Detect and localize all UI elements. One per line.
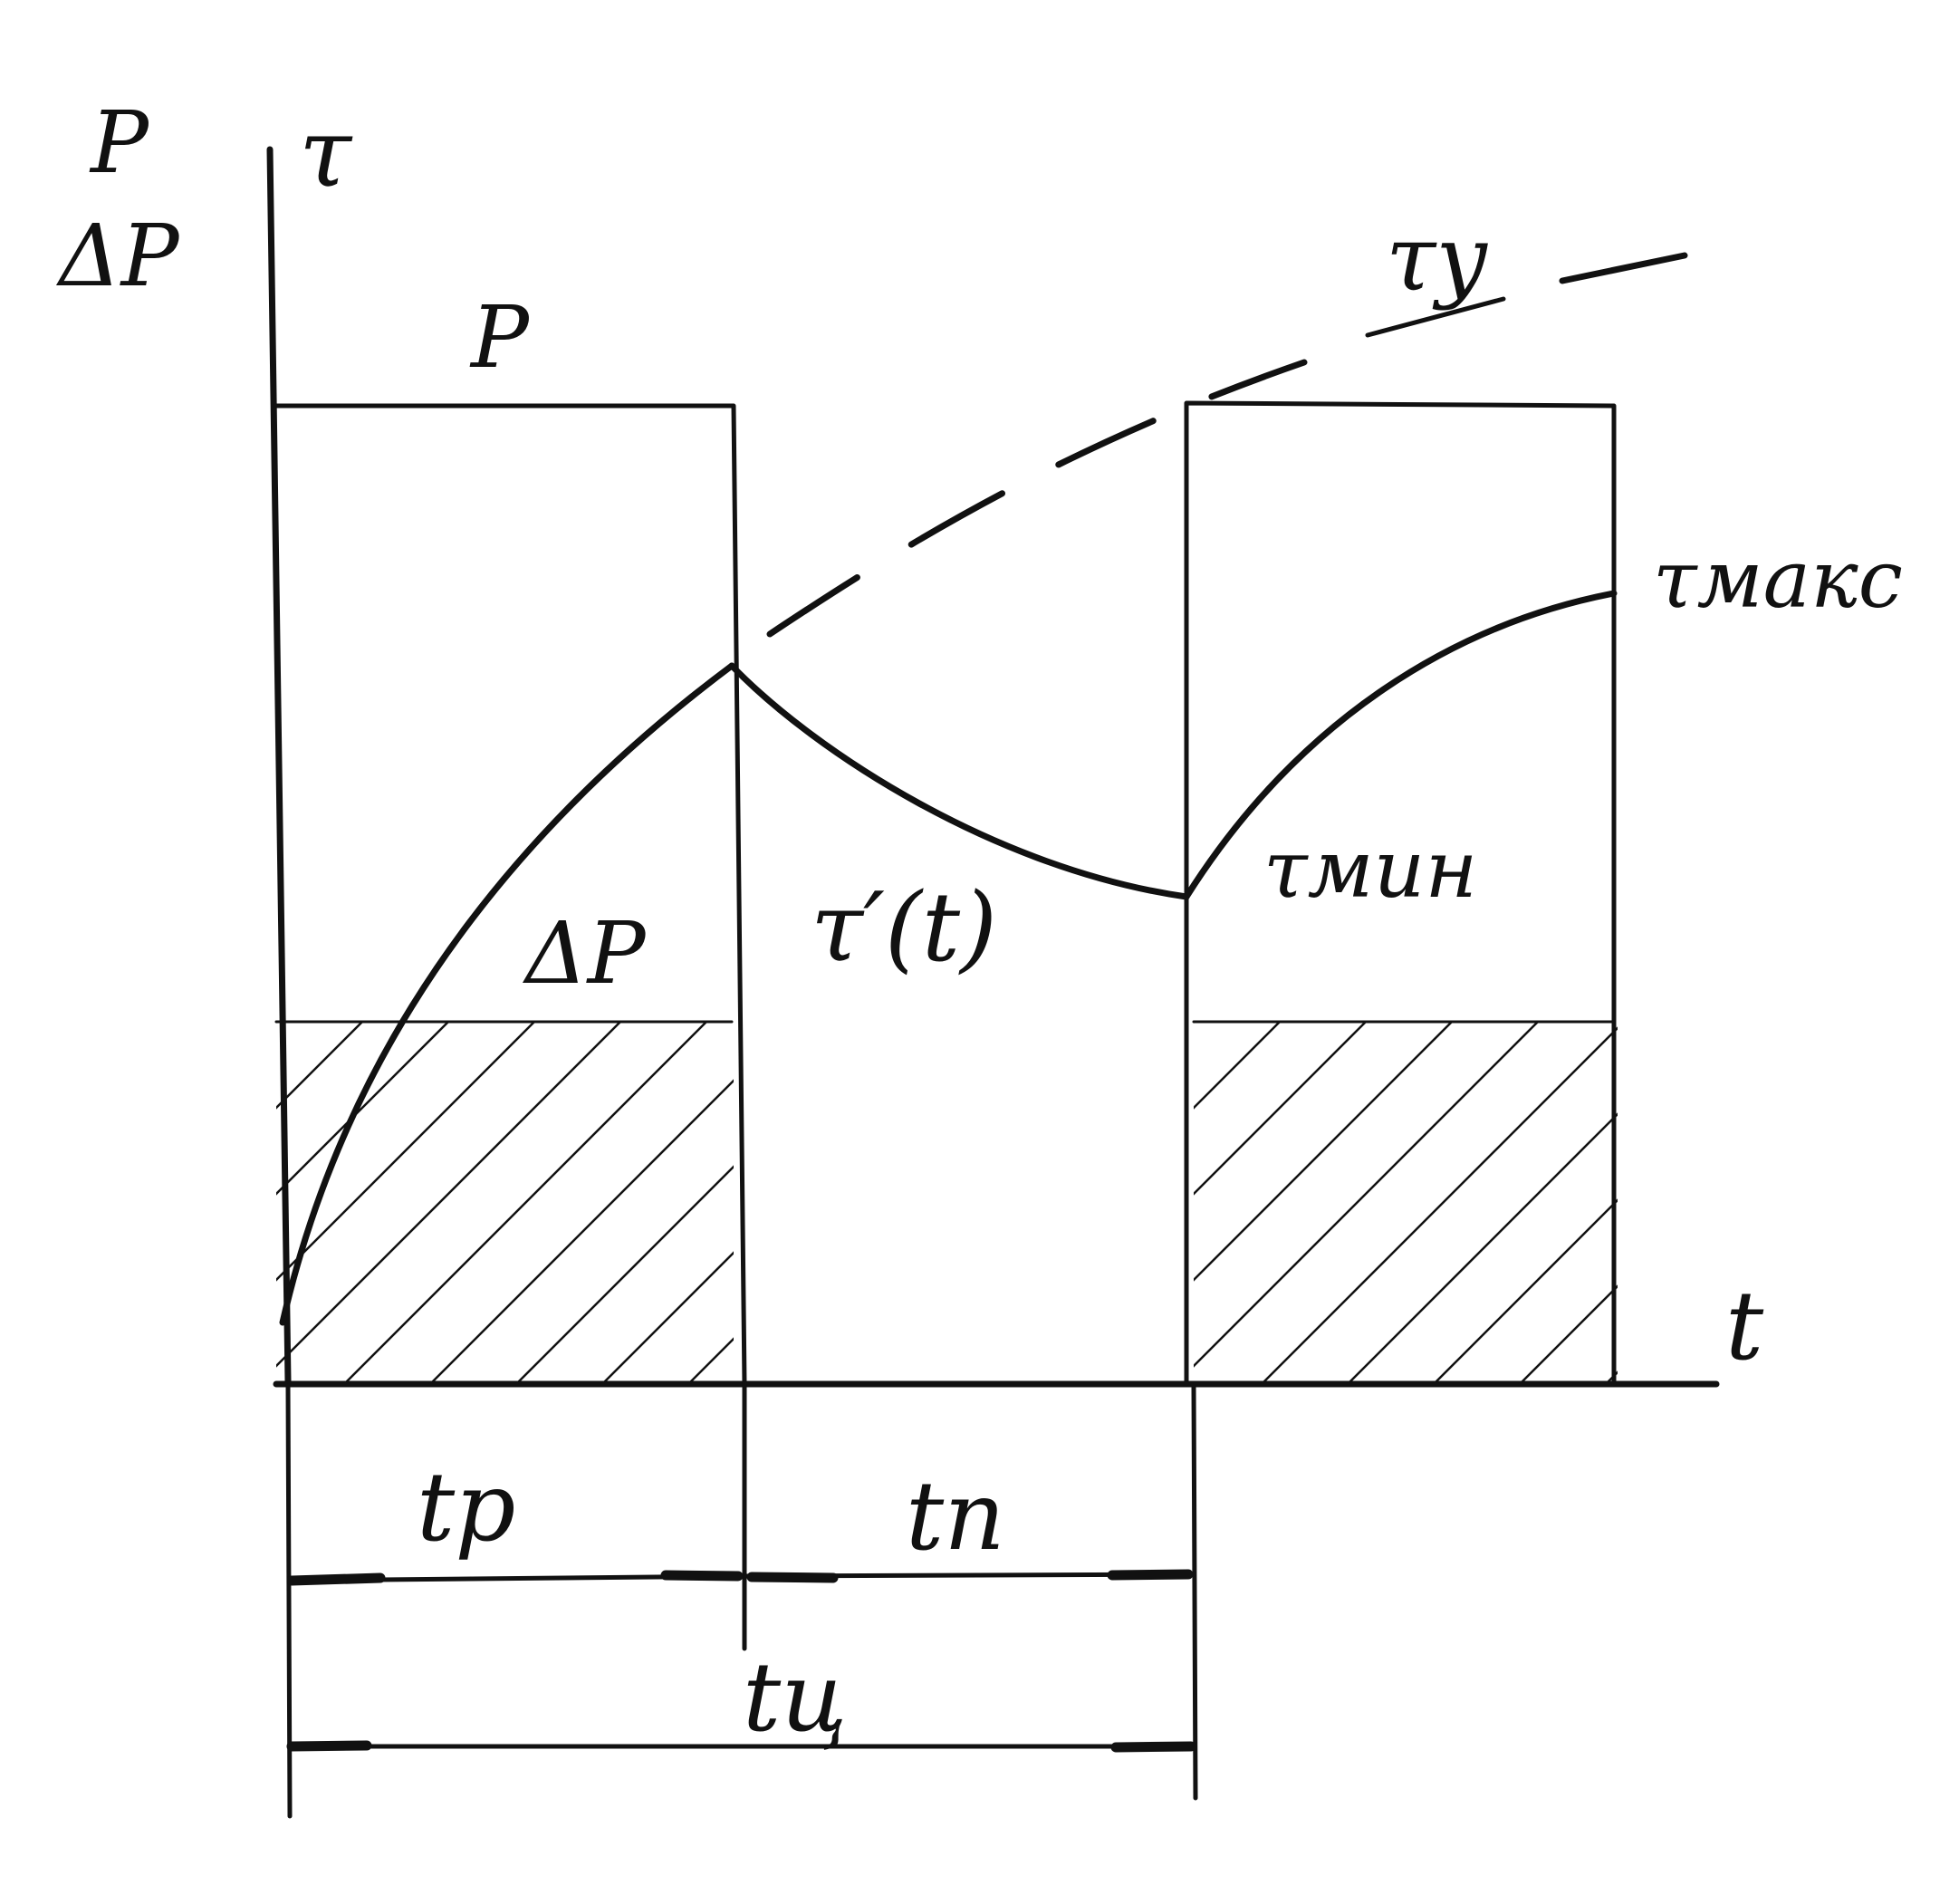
hatch-line (342, 1022, 708, 1384)
temperature-curve-cooling (728, 662, 1190, 900)
arrow-tc-right (1110, 1741, 1196, 1753)
hatch-line (276, 1022, 364, 1110)
hatch-line (1518, 1284, 1618, 1384)
hatch-line (428, 1079, 734, 1384)
power-pulse-1 (274, 403, 747, 1387)
tau-steady-label: τу (1386, 206, 1488, 312)
hatch-line (1346, 1112, 1618, 1384)
tau-curve-label: τ′(t) (811, 872, 997, 983)
y-axis-label-tau: τ (299, 98, 353, 208)
hatch-line (514, 1165, 734, 1384)
hatch-line (600, 1251, 734, 1384)
t-axis-label: t (1725, 1271, 1764, 1381)
y-axis (266, 146, 292, 1385)
tc-label: tц (743, 1642, 847, 1753)
arrow-tp-right (660, 1570, 744, 1582)
hatch-line (1194, 1022, 1540, 1368)
hatch-line (276, 1022, 450, 1196)
y-axis-label-dp: ΔP (55, 207, 181, 306)
hatch-line (276, 1022, 278, 1024)
tau-min-label: τмин (1263, 822, 1477, 916)
hatch-line (1260, 1026, 1618, 1384)
hatch-line (276, 1022, 536, 1282)
temperature-curve-heating-2 (1183, 590, 1618, 900)
steady-temperature-dash-right (1559, 252, 1688, 284)
dim-tc-ext-right (1191, 1383, 1198, 1801)
hatch-line (1432, 1198, 1618, 1384)
hatch-line (1194, 1022, 1454, 1282)
temperature-curve-heating-1 (279, 662, 735, 1326)
arrow-tc-left (286, 1740, 372, 1752)
hatch-line (1194, 1022, 1196, 1024)
p-level-label: P (469, 288, 531, 388)
tau-max-label: τмакс (1653, 533, 1903, 626)
arrow-tp-left (286, 1572, 386, 1586)
arrow-tn-right (1107, 1569, 1194, 1581)
dp-level-label: ΔP (522, 904, 648, 1004)
tn-label: tп (906, 1461, 1005, 1572)
loss-hatch-2 (1194, 1022, 1618, 1384)
steady-temperature-underline (1365, 296, 1506, 338)
dim-tc-ext-left (285, 1383, 293, 1819)
hatch-line (276, 1022, 622, 1368)
arrow-tn-left (746, 1572, 839, 1583)
steady-temperature-dashed (766, 359, 1308, 638)
tp-label: tр (417, 1452, 515, 1563)
hatch-line (1604, 1370, 1618, 1384)
hatch-line (1194, 1022, 1282, 1110)
loss-hatch-1 (276, 1022, 734, 1384)
hatch-line (1194, 1022, 1368, 1196)
y-axis-label-p: P (89, 93, 150, 193)
